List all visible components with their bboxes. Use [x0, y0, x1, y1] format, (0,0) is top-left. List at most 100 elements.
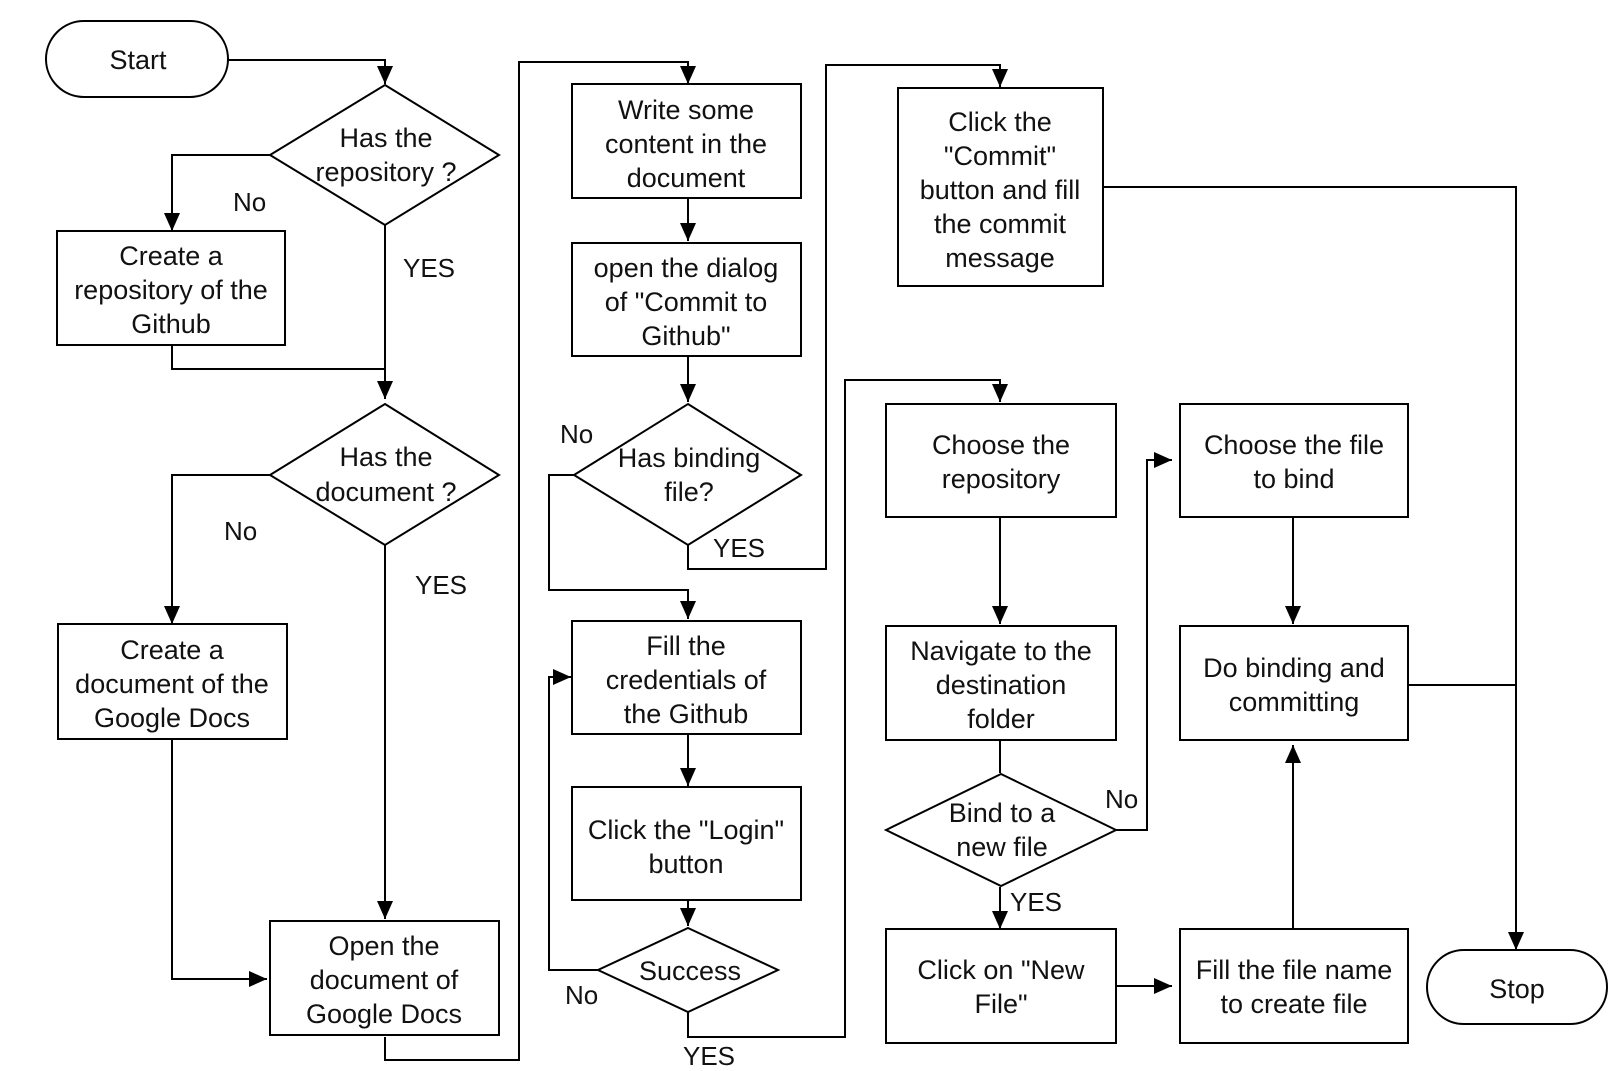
edge-binding-yes	[687, 64, 1001, 570]
process-open-commit-dialog: open the dialog of "Commit to Github"	[571, 242, 802, 357]
process-text: button	[648, 849, 723, 879]
label-doc-no: No	[224, 516, 257, 546]
label-binding-no: No	[560, 419, 593, 449]
decision-text: Success	[639, 956, 741, 986]
arrowhead	[377, 66, 393, 84]
process-text: Choose the file	[1204, 430, 1384, 460]
edge-success-yes	[687, 379, 1001, 1038]
arrowhead	[680, 223, 696, 241]
arrowhead	[992, 911, 1008, 929]
process-click-new-file: Click on "New File"	[885, 928, 1117, 1044]
edge-bind-no	[1116, 459, 1172, 831]
arrowhead	[992, 606, 1008, 624]
process-text: committing	[1229, 687, 1360, 717]
arrowhead	[1508, 932, 1524, 950]
arrowhead	[249, 971, 267, 987]
process-text: Click the "Login"	[588, 815, 784, 845]
stop-label: Stop	[1489, 974, 1545, 1004]
decision-text: document ?	[315, 477, 456, 507]
edge-start-to-has-repo	[228, 59, 386, 84]
edge-create-repo-merge	[171, 345, 385, 370]
start-label: Start	[109, 45, 167, 75]
label-success-yes: YES	[683, 1041, 735, 1071]
process-text: repository	[942, 464, 1061, 494]
arrowhead	[377, 381, 393, 399]
decision-bind-new-file: Bind to a new file	[883, 772, 1119, 888]
arrowhead	[1285, 745, 1301, 763]
process-text: Create a	[120, 635, 225, 665]
process-text: credentials of	[606, 665, 767, 695]
process-create-document: Create a document of the Google Docs	[57, 623, 288, 740]
edge-labels: No YES No YES No YES No YES No YES	[224, 187, 1138, 1071]
decision-success: Success	[595, 926, 781, 1014]
label-bind-no: No	[1105, 784, 1138, 814]
decision-has-document: Has the document ?	[268, 402, 501, 547]
edge-has-repo-no	[171, 154, 270, 231]
process-text: Navigate to the	[910, 636, 1092, 666]
edge-commit-to-stop	[1103, 186, 1517, 950]
decision-has-binding-file: Has binding file?	[572, 402, 803, 547]
label-success-no: No	[565, 980, 598, 1010]
arrowhead	[992, 384, 1008, 402]
arrowhead	[553, 669, 571, 685]
process-text: the Github	[624, 699, 749, 729]
process-write-content: Write some content in the document	[571, 83, 802, 199]
process-text: document of the	[75, 669, 269, 699]
process-click-login: Click the "Login" button	[571, 786, 802, 901]
decision-has-repository: Has the repository ?	[268, 83, 501, 227]
decision-text: Has the	[339, 442, 432, 472]
process-text: of "Commit to	[605, 287, 768, 317]
arrowhead	[164, 606, 180, 624]
process-text: folder	[967, 704, 1035, 734]
process-choose-file: Choose the file to bind	[1179, 403, 1409, 518]
decision-text: new file	[956, 832, 1048, 862]
process-text: "Commit"	[944, 141, 1056, 171]
process-text: Write some	[618, 95, 754, 125]
process-text: Fill the	[646, 631, 726, 661]
arrowhead	[377, 901, 393, 919]
process-text: document of	[310, 965, 459, 995]
process-text: Github"	[641, 321, 730, 351]
label-repo-no: No	[233, 187, 266, 217]
decision-text: repository ?	[315, 157, 456, 187]
stop-terminal: Stop	[1426, 949, 1608, 1025]
process-text: content in the	[605, 129, 767, 159]
arrowhead	[680, 908, 696, 926]
process-text: repository of the	[74, 275, 268, 305]
decision-text: Has binding	[618, 443, 761, 473]
label-repo-yes: YES	[403, 253, 455, 283]
process-text: Google Docs	[94, 703, 250, 733]
process-text: Open the	[328, 931, 439, 961]
arrowhead	[680, 384, 696, 402]
process-text: Github	[131, 309, 211, 339]
process-text: Click the	[948, 107, 1052, 137]
arrowhead	[1154, 452, 1172, 468]
process-text: Choose the	[932, 430, 1070, 460]
process-text: Click on "New	[917, 955, 1085, 985]
process-navigate-folder: Navigate to the destination folder	[885, 625, 1117, 741]
decision-text: Has the	[339, 123, 432, 153]
arrowhead	[680, 66, 696, 84]
process-text: the commit	[934, 209, 1067, 239]
process-text: message	[945, 243, 1055, 273]
edge-has-doc-no	[171, 474, 270, 624]
process-text: Create a	[119, 241, 224, 271]
process-text: to create file	[1220, 989, 1367, 1019]
process-fill-file-name: Fill the file name to create file	[1179, 928, 1409, 1044]
process-fill-credentials: Fill the credentials of the Github	[571, 620, 802, 735]
label-bind-yes: YES	[1010, 887, 1062, 917]
arrowhead	[1285, 606, 1301, 624]
process-create-repository: Create a repository of the Github	[56, 230, 286, 346]
edge-open-doc-to-write	[384, 61, 689, 1061]
process-open-document: Open the document of Google Docs	[269, 920, 500, 1036]
process-text: Fill the file name	[1196, 955, 1393, 985]
process-do-binding: Do binding and committing	[1179, 625, 1409, 741]
arrowhead	[1154, 978, 1172, 994]
process-text: open the dialog	[594, 253, 779, 283]
arrowhead	[680, 768, 696, 786]
process-text: button and fill	[920, 175, 1081, 205]
arrowhead	[992, 69, 1008, 87]
process-text: document	[627, 163, 746, 193]
process-text: to bind	[1253, 464, 1334, 494]
